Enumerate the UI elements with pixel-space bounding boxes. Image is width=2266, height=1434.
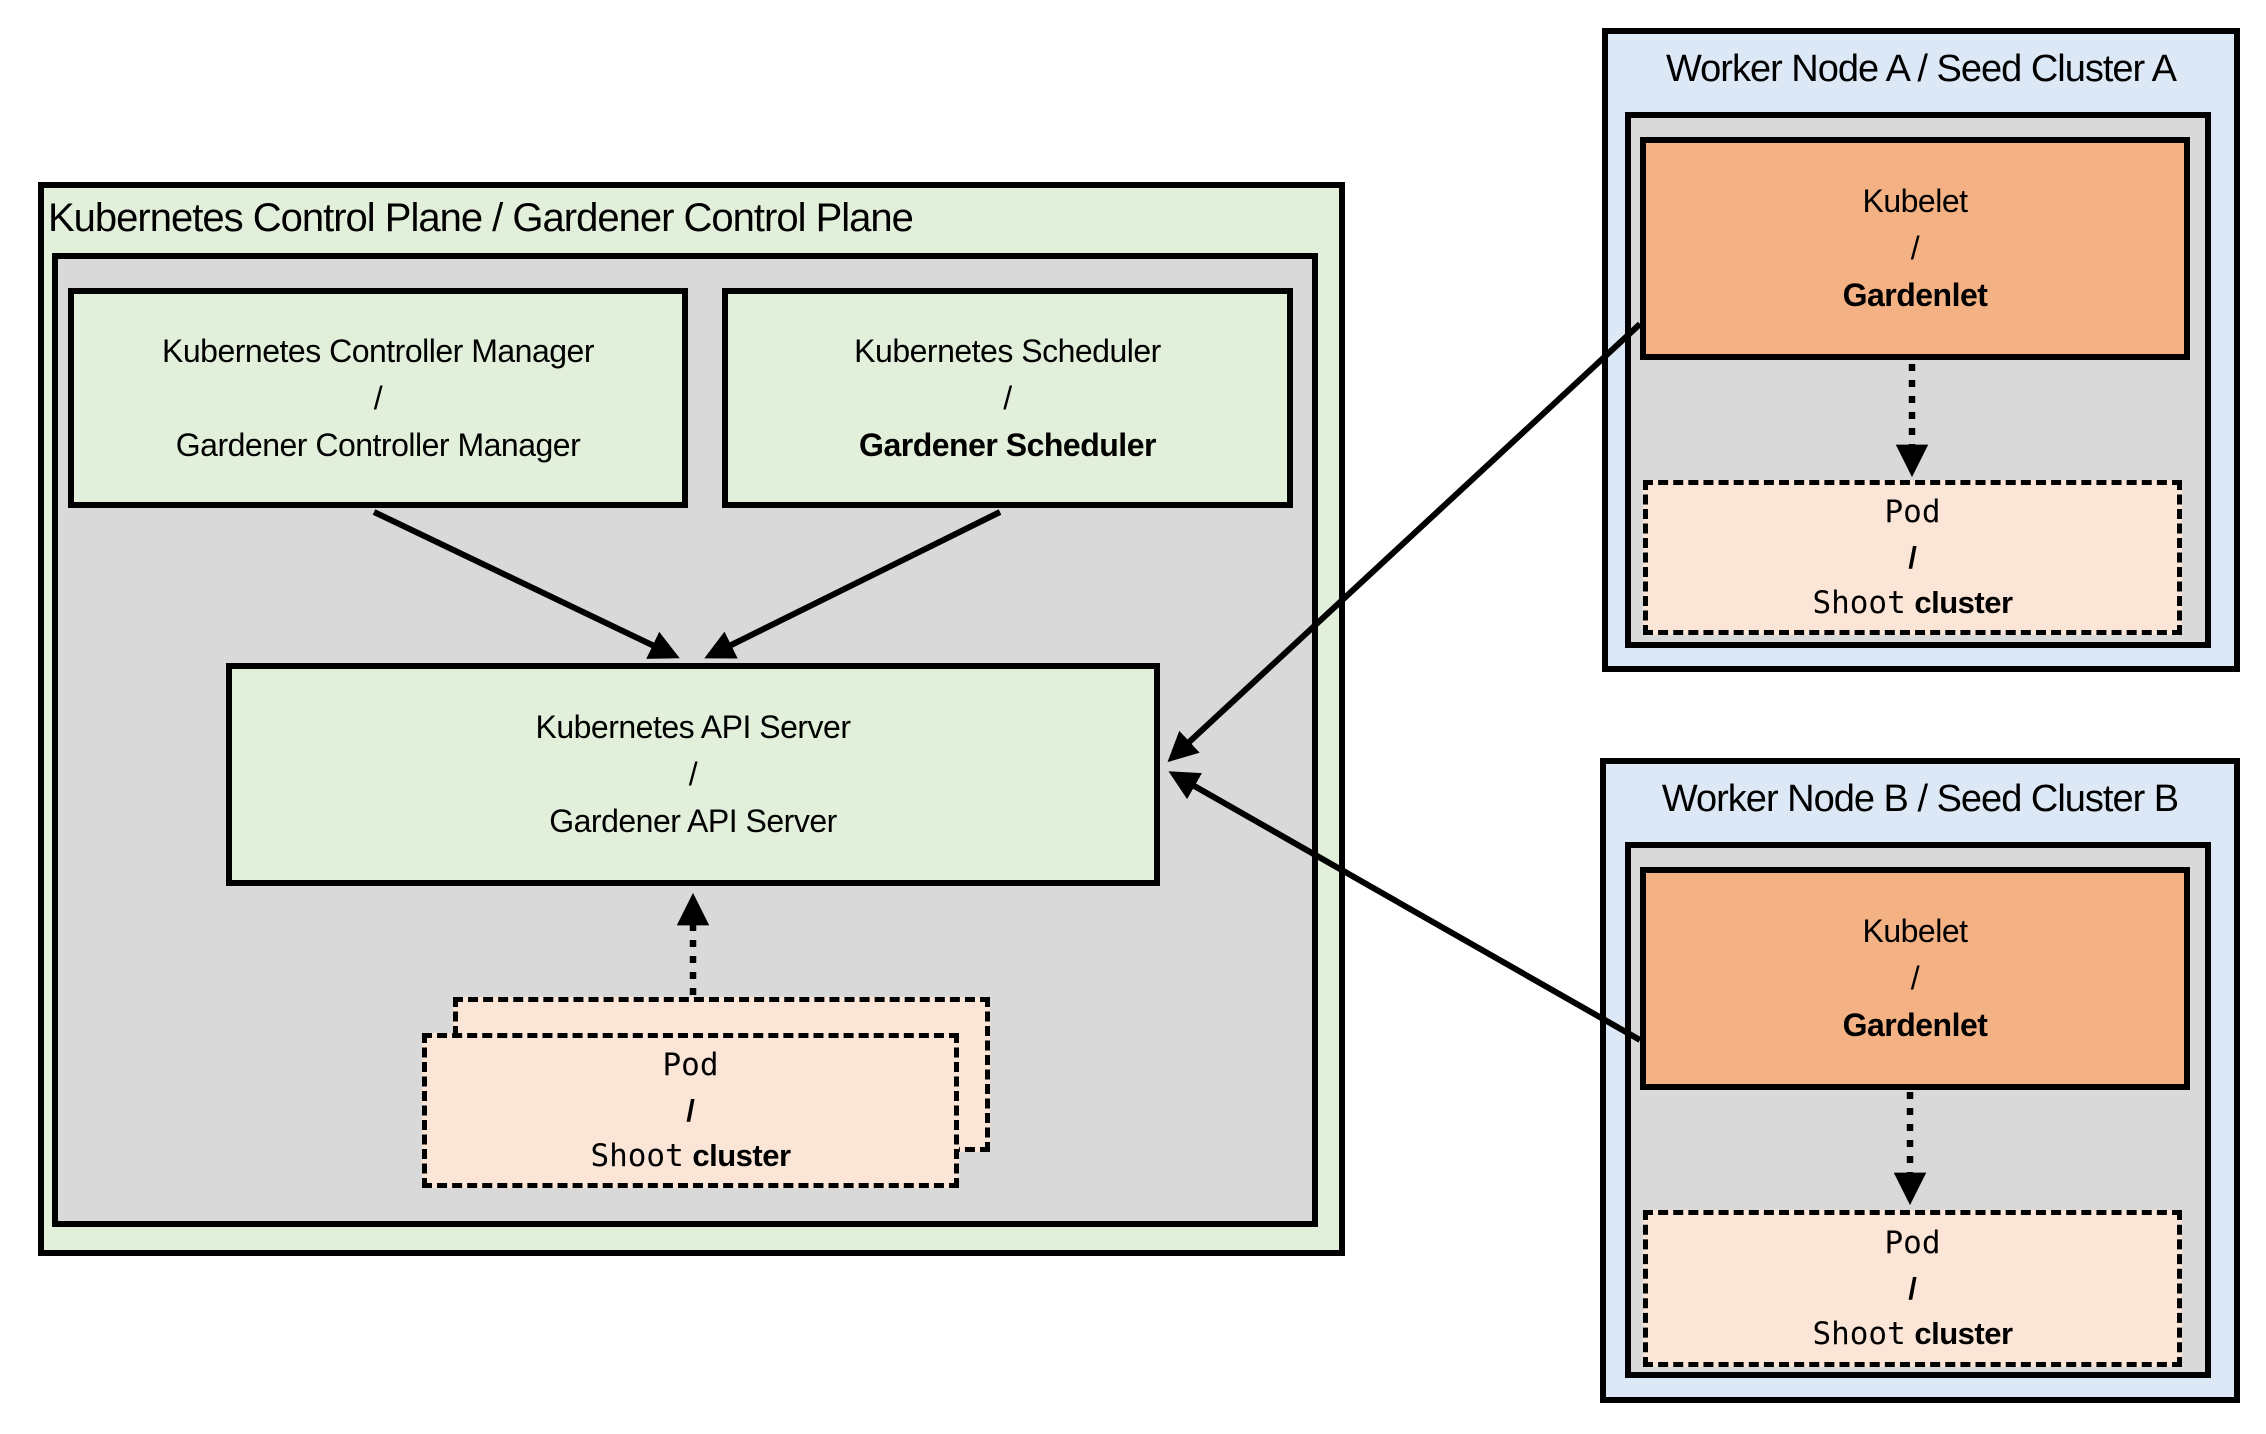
pod-stack-cluster-label: cluster bbox=[692, 1137, 791, 1173]
pod-b-shoot-label: Shoot bbox=[1812, 1315, 1906, 1352]
pod-a-cluster-label: cluster bbox=[1914, 584, 2013, 620]
kubelet-a-bottom-label: Gardenlet bbox=[1842, 277, 1988, 313]
pod-stack-top-label: Pod bbox=[662, 1046, 719, 1083]
pod-a-top-label: Pod bbox=[1884, 493, 1941, 530]
pod-b-top-label: Pod bbox=[1884, 1224, 1941, 1261]
pod-a-shoot-label: Shoot bbox=[1812, 584, 1906, 621]
pod-shoot-cluster-stack-box: Pod / Shoot cluster bbox=[422, 1033, 959, 1188]
kubelet-b-top-label: Kubelet bbox=[1862, 913, 1968, 949]
pod-stack-bottom-label: Shoot cluster bbox=[590, 1133, 791, 1179]
pod-shoot-cluster-stack-label: Pod / Shoot cluster bbox=[427, 1038, 954, 1183]
worker-node-b-title: Worker Node B / Seed Cluster B bbox=[1661, 778, 2179, 820]
pod-shoot-cluster-a-box: Pod / Shoot cluster bbox=[1643, 480, 2182, 635]
control-plane-title: Kubernetes Control Plane / Gardener Cont… bbox=[48, 196, 914, 240]
api-server-box: Kubernetes API Server / Gardener API Ser… bbox=[226, 663, 1160, 886]
scheduler-box: Kubernetes Scheduler / Gardener Schedule… bbox=[722, 288, 1293, 508]
worker-node-a-box: Worker Node A / Seed Cluster A Kubelet /… bbox=[1602, 28, 2240, 672]
pod-shoot-cluster-a-label: Pod / Shoot cluster bbox=[1648, 485, 2177, 630]
controller-manager-box: Kubernetes Controller Manager / Gardener… bbox=[68, 288, 688, 508]
scheduler-bottom-label: Gardener Scheduler bbox=[859, 426, 1156, 463]
worker-node-a-inner-box: Kubelet / Gardenlet Pod / Shoot cluster bbox=[1625, 112, 2211, 648]
kubelet-gardenlet-b-label: Kubelet / Gardenlet bbox=[1646, 873, 2184, 1084]
pod-b-cluster-label: cluster bbox=[1914, 1315, 2013, 1351]
pod-stack-separator: / bbox=[686, 1092, 695, 1128]
pod-shoot-cluster-b-label: Pod / Shoot cluster bbox=[1648, 1215, 2177, 1362]
kubelet-b-separator: / bbox=[1910, 960, 1920, 996]
worker-node-a-title: Worker Node A / Seed Cluster A bbox=[1665, 48, 2177, 90]
api-server-label: Kubernetes API Server / Gardener API Ser… bbox=[232, 669, 1154, 880]
pod-a-separator: / bbox=[1908, 539, 1917, 575]
api-server-top-label: Kubernetes API Server bbox=[535, 709, 851, 745]
kubelet-a-top-label: Kubelet bbox=[1862, 183, 1968, 219]
pod-b-bottom-label: Shoot cluster bbox=[1812, 1311, 2013, 1357]
api-server-bottom-label: Gardener API Server bbox=[549, 803, 837, 839]
kubelet-a-separator: / bbox=[1910, 230, 1920, 266]
control-plane-box: Kubernetes Control Plane / Gardener Cont… bbox=[38, 182, 1345, 1256]
worker-node-b-box: Worker Node B / Seed Cluster B Kubelet /… bbox=[1600, 758, 2240, 1403]
controller-manager-top-label: Kubernetes Controller Manager bbox=[162, 332, 594, 369]
scheduler-separator: / bbox=[1003, 379, 1012, 416]
pod-a-bottom-label: Shoot cluster bbox=[1812, 580, 2013, 626]
kubelet-gardenlet-a-box: Kubelet / Gardenlet bbox=[1640, 137, 2190, 360]
pod-shoot-cluster-b-box: Pod / Shoot cluster bbox=[1643, 1210, 2182, 1367]
controller-manager-label: Kubernetes Controller Manager / Gardener… bbox=[74, 294, 682, 502]
controller-manager-separator: / bbox=[373, 379, 383, 416]
kubelet-gardenlet-a-label: Kubelet / Gardenlet bbox=[1646, 143, 2184, 354]
scheduler-label: Kubernetes Scheduler / Gardener Schedule… bbox=[728, 294, 1287, 502]
controller-manager-bottom-label: Gardener Controller Manager bbox=[175, 426, 581, 463]
kubelet-b-bottom-label: Gardenlet bbox=[1842, 1007, 1988, 1043]
control-plane-inner-box: Kubernetes Controller Manager / Gardener… bbox=[52, 253, 1318, 1227]
pod-stack-shoot-label: Shoot bbox=[590, 1137, 684, 1174]
scheduler-top-label: Kubernetes Scheduler bbox=[854, 332, 1161, 369]
kubelet-gardenlet-b-box: Kubelet / Gardenlet bbox=[1640, 867, 2190, 1090]
api-server-separator: / bbox=[688, 756, 698, 792]
worker-node-b-inner-box: Kubelet / Gardenlet Pod / Shoot cluster bbox=[1625, 842, 2211, 1378]
pod-b-separator: / bbox=[1908, 1270, 1917, 1306]
